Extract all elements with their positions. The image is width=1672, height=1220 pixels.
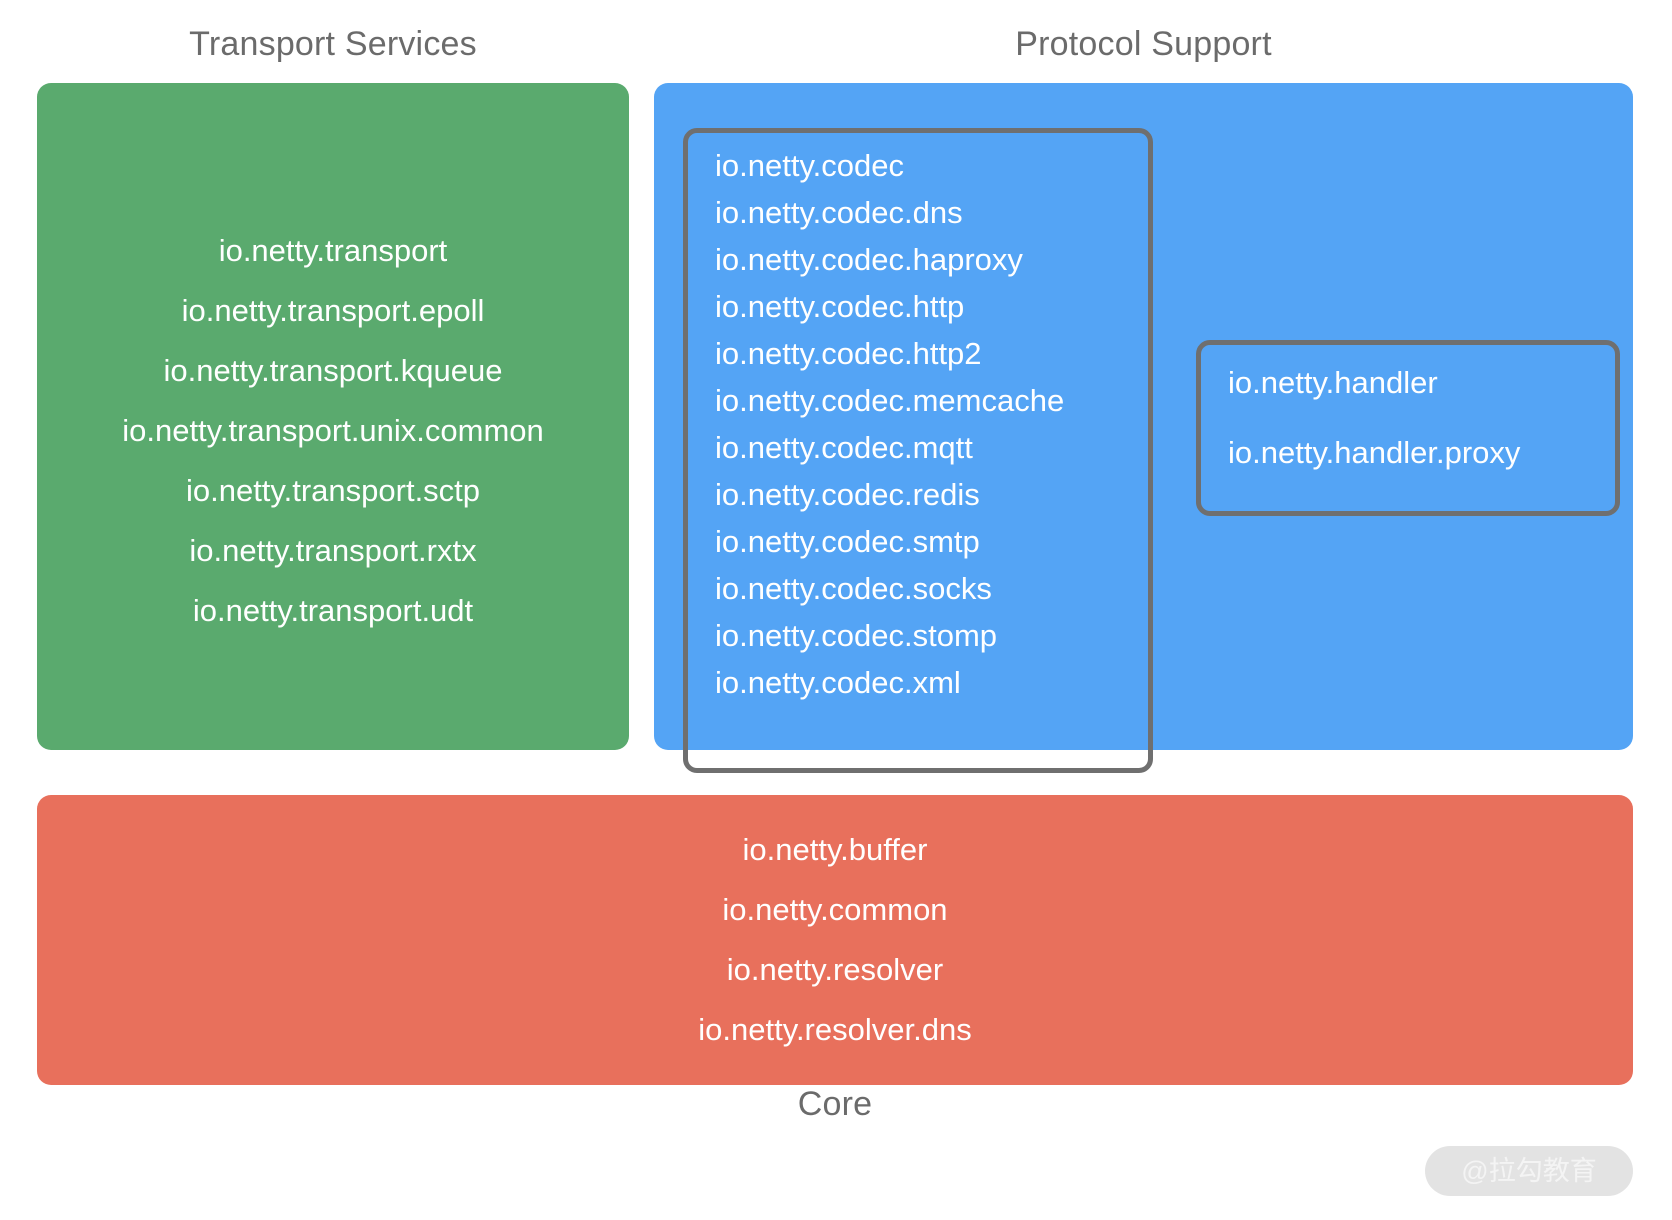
- list-item: io.netty.codec.smtp: [715, 524, 980, 559]
- transport-services-panel: [37, 83, 629, 750]
- protocol-support-panel: [654, 83, 1633, 750]
- list-item: io.netty.common: [722, 892, 948, 927]
- list-item: io.netty.codec.haproxy: [715, 242, 1023, 277]
- list-item: io.netty.transport.sctp: [185, 473, 481, 508]
- handler-group-box: [1196, 340, 1620, 516]
- core-caption: Core: [797, 1085, 873, 1123]
- transport-services-caption: Transport Services: [189, 25, 477, 63]
- watermark-badge: @拉勾教育: [1425, 1146, 1633, 1196]
- list-item: io.netty.buffer: [742, 832, 928, 867]
- list-item: io.netty.handler.proxy: [1228, 435, 1521, 470]
- list-item: io.netty.codec.memcache: [715, 383, 1065, 418]
- list-item: io.netty.codec.xml: [715, 665, 961, 700]
- list-item: io.netty.transport.kqueue: [163, 353, 503, 388]
- list-item: io.netty.transport.rxtx: [189, 533, 477, 568]
- list-item: io.netty.codec.http2: [715, 336, 982, 371]
- list-item: io.netty.handler: [1228, 365, 1438, 400]
- list-item: io.netty.codec: [715, 148, 904, 183]
- core-panel: [37, 795, 1633, 1085]
- codec-package-list: io.netty.codec io.netty.codec.dns io.net…: [715, 142, 1145, 706]
- list-item: io.netty.codec.socks: [715, 571, 992, 606]
- list-item: io.netty.transport.unix.common: [122, 413, 544, 448]
- handler-package-list: io.netty.handler io.netty.handler.proxy: [1228, 348, 1620, 488]
- transport-package-list: io.netty.transport io.netty.transport.ep…: [37, 221, 629, 641]
- list-item: io.netty.codec.mqtt: [715, 430, 973, 465]
- list-item: io.netty.resolver.dns: [698, 1012, 972, 1047]
- list-item: io.netty.codec.stomp: [715, 618, 998, 653]
- list-item: io.netty.transport: [218, 233, 448, 268]
- list-item: io.netty.codec.http: [715, 289, 965, 324]
- list-item: io.netty.transport.epoll: [181, 293, 485, 328]
- protocol-support-caption: Protocol Support: [1015, 25, 1272, 63]
- list-item: io.netty.codec.dns: [715, 195, 963, 230]
- core-package-list: io.netty.buffer io.netty.common io.netty…: [37, 820, 1633, 1060]
- list-item: io.netty.codec.redis: [715, 477, 980, 512]
- codec-group-box: [683, 128, 1153, 773]
- list-item: io.netty.resolver: [726, 952, 944, 987]
- list-item: io.netty.transport.udt: [192, 593, 474, 628]
